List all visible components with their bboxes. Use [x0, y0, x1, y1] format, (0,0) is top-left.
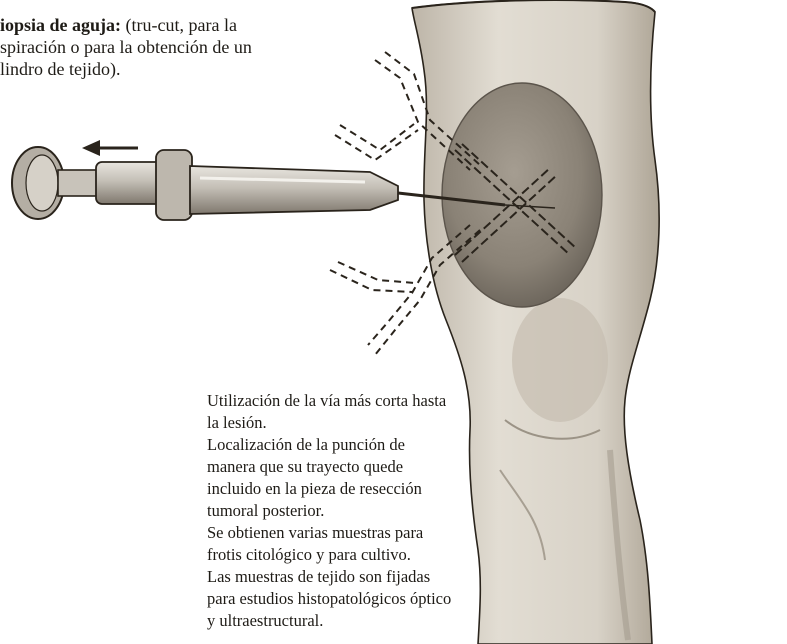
note-item: Las muestras de tejido son fijadas para … — [207, 566, 452, 632]
withdraw-arrow-icon — [82, 140, 138, 156]
tumor-lesion — [442, 83, 602, 307]
syringe-barrel — [190, 166, 398, 214]
kneecap-shadow — [512, 298, 608, 422]
procedure-notes: Utilización de la vía más corta hasta la… — [207, 390, 452, 632]
plunger-rod — [58, 170, 98, 196]
note-item: Utilización de la vía más corta hasta la… — [207, 390, 452, 434]
note-item: Localización de la punción de manera que… — [207, 434, 452, 522]
finger-flange — [156, 150, 192, 220]
note-item: Se obtienen varias muestras para frotis … — [207, 522, 452, 566]
